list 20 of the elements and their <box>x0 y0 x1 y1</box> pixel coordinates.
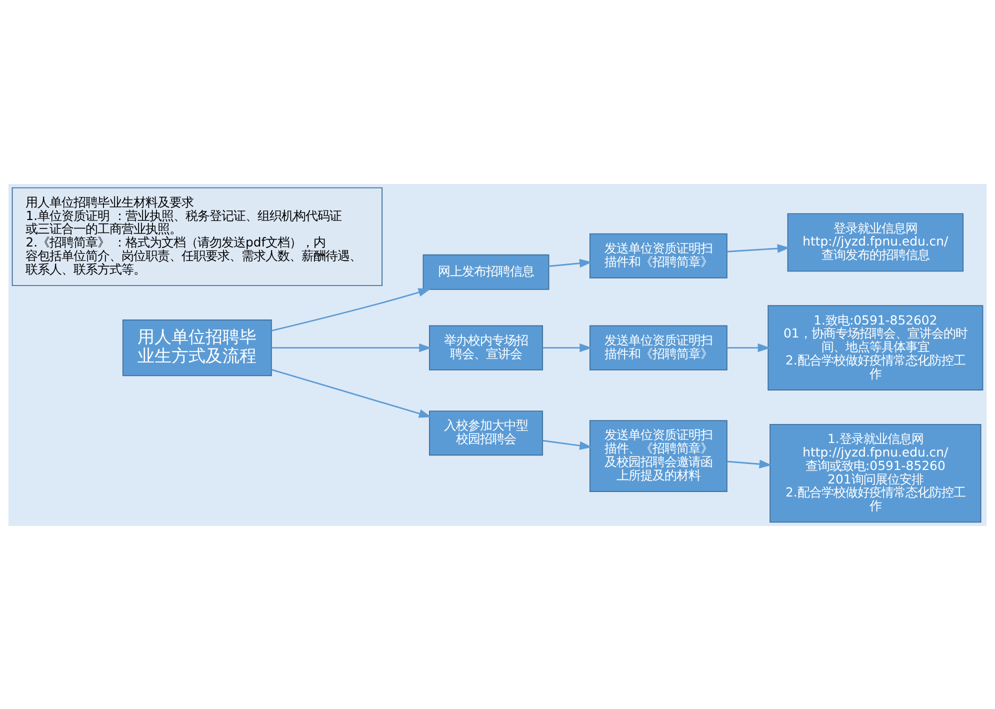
node-box: 1.致电:0591-85260201，协商专场招聘会、宣讲会的时间、地点等具体事宜 2.配合学校做好疫情常态化防控工作 <box>768 304 984 390</box>
node-box: 发送单位资质证明扫描件、《招聘简章》及校园招聘会邀请函上所提及的材料 <box>589 420 728 492</box>
arrow <box>272 288 431 331</box>
arrow <box>542 342 592 352</box>
node-box: 发送单位资质证明扫描件和《招聘简章》 <box>589 324 728 370</box>
node-box: 发送单位资质证明扫描件和《招聘简章》 <box>589 232 728 278</box>
arrow <box>727 342 770 352</box>
arrow <box>272 342 432 352</box>
node-box: 用人单位招聘毕业生方式及流程 <box>122 319 272 376</box>
node-box: 用人单位招聘毕业生材料及要求 1.单位资质证明 ：营业执照、税务登记证、组织机构代码证或三证合一的工商营业执照。 2.《招聘简章》 ：格式为文档（请勿发送pdf文档），内容包括单位简介、岗位职责、任职要求、需求人数、薪酬待遇、联系人、联系方式等。 <box>12 186 383 286</box>
arrow <box>548 258 592 268</box>
node-box: 入校参加大中型校园招聘会 <box>429 410 543 456</box>
node-box: 网上发布招聘信息 <box>422 254 550 290</box>
arrow <box>727 244 790 252</box>
arrow <box>271 368 432 418</box>
arrow <box>727 459 772 468</box>
node-box: 举办校内专场招聘会、宣讲会 <box>429 324 543 370</box>
arrow <box>542 439 592 450</box>
node-box: 登录就业信息网 http://jyzd.fpnu.edu.cn/ 查询发布的招聘信息 <box>787 212 964 272</box>
node-box: 1.登录就业信息网 http://jyzd.fpnu.edu.cn/ 查询或致电:0591-85260201询问展位安排 2.配合学校做好疫情常态化防控工作 <box>770 423 982 522</box>
